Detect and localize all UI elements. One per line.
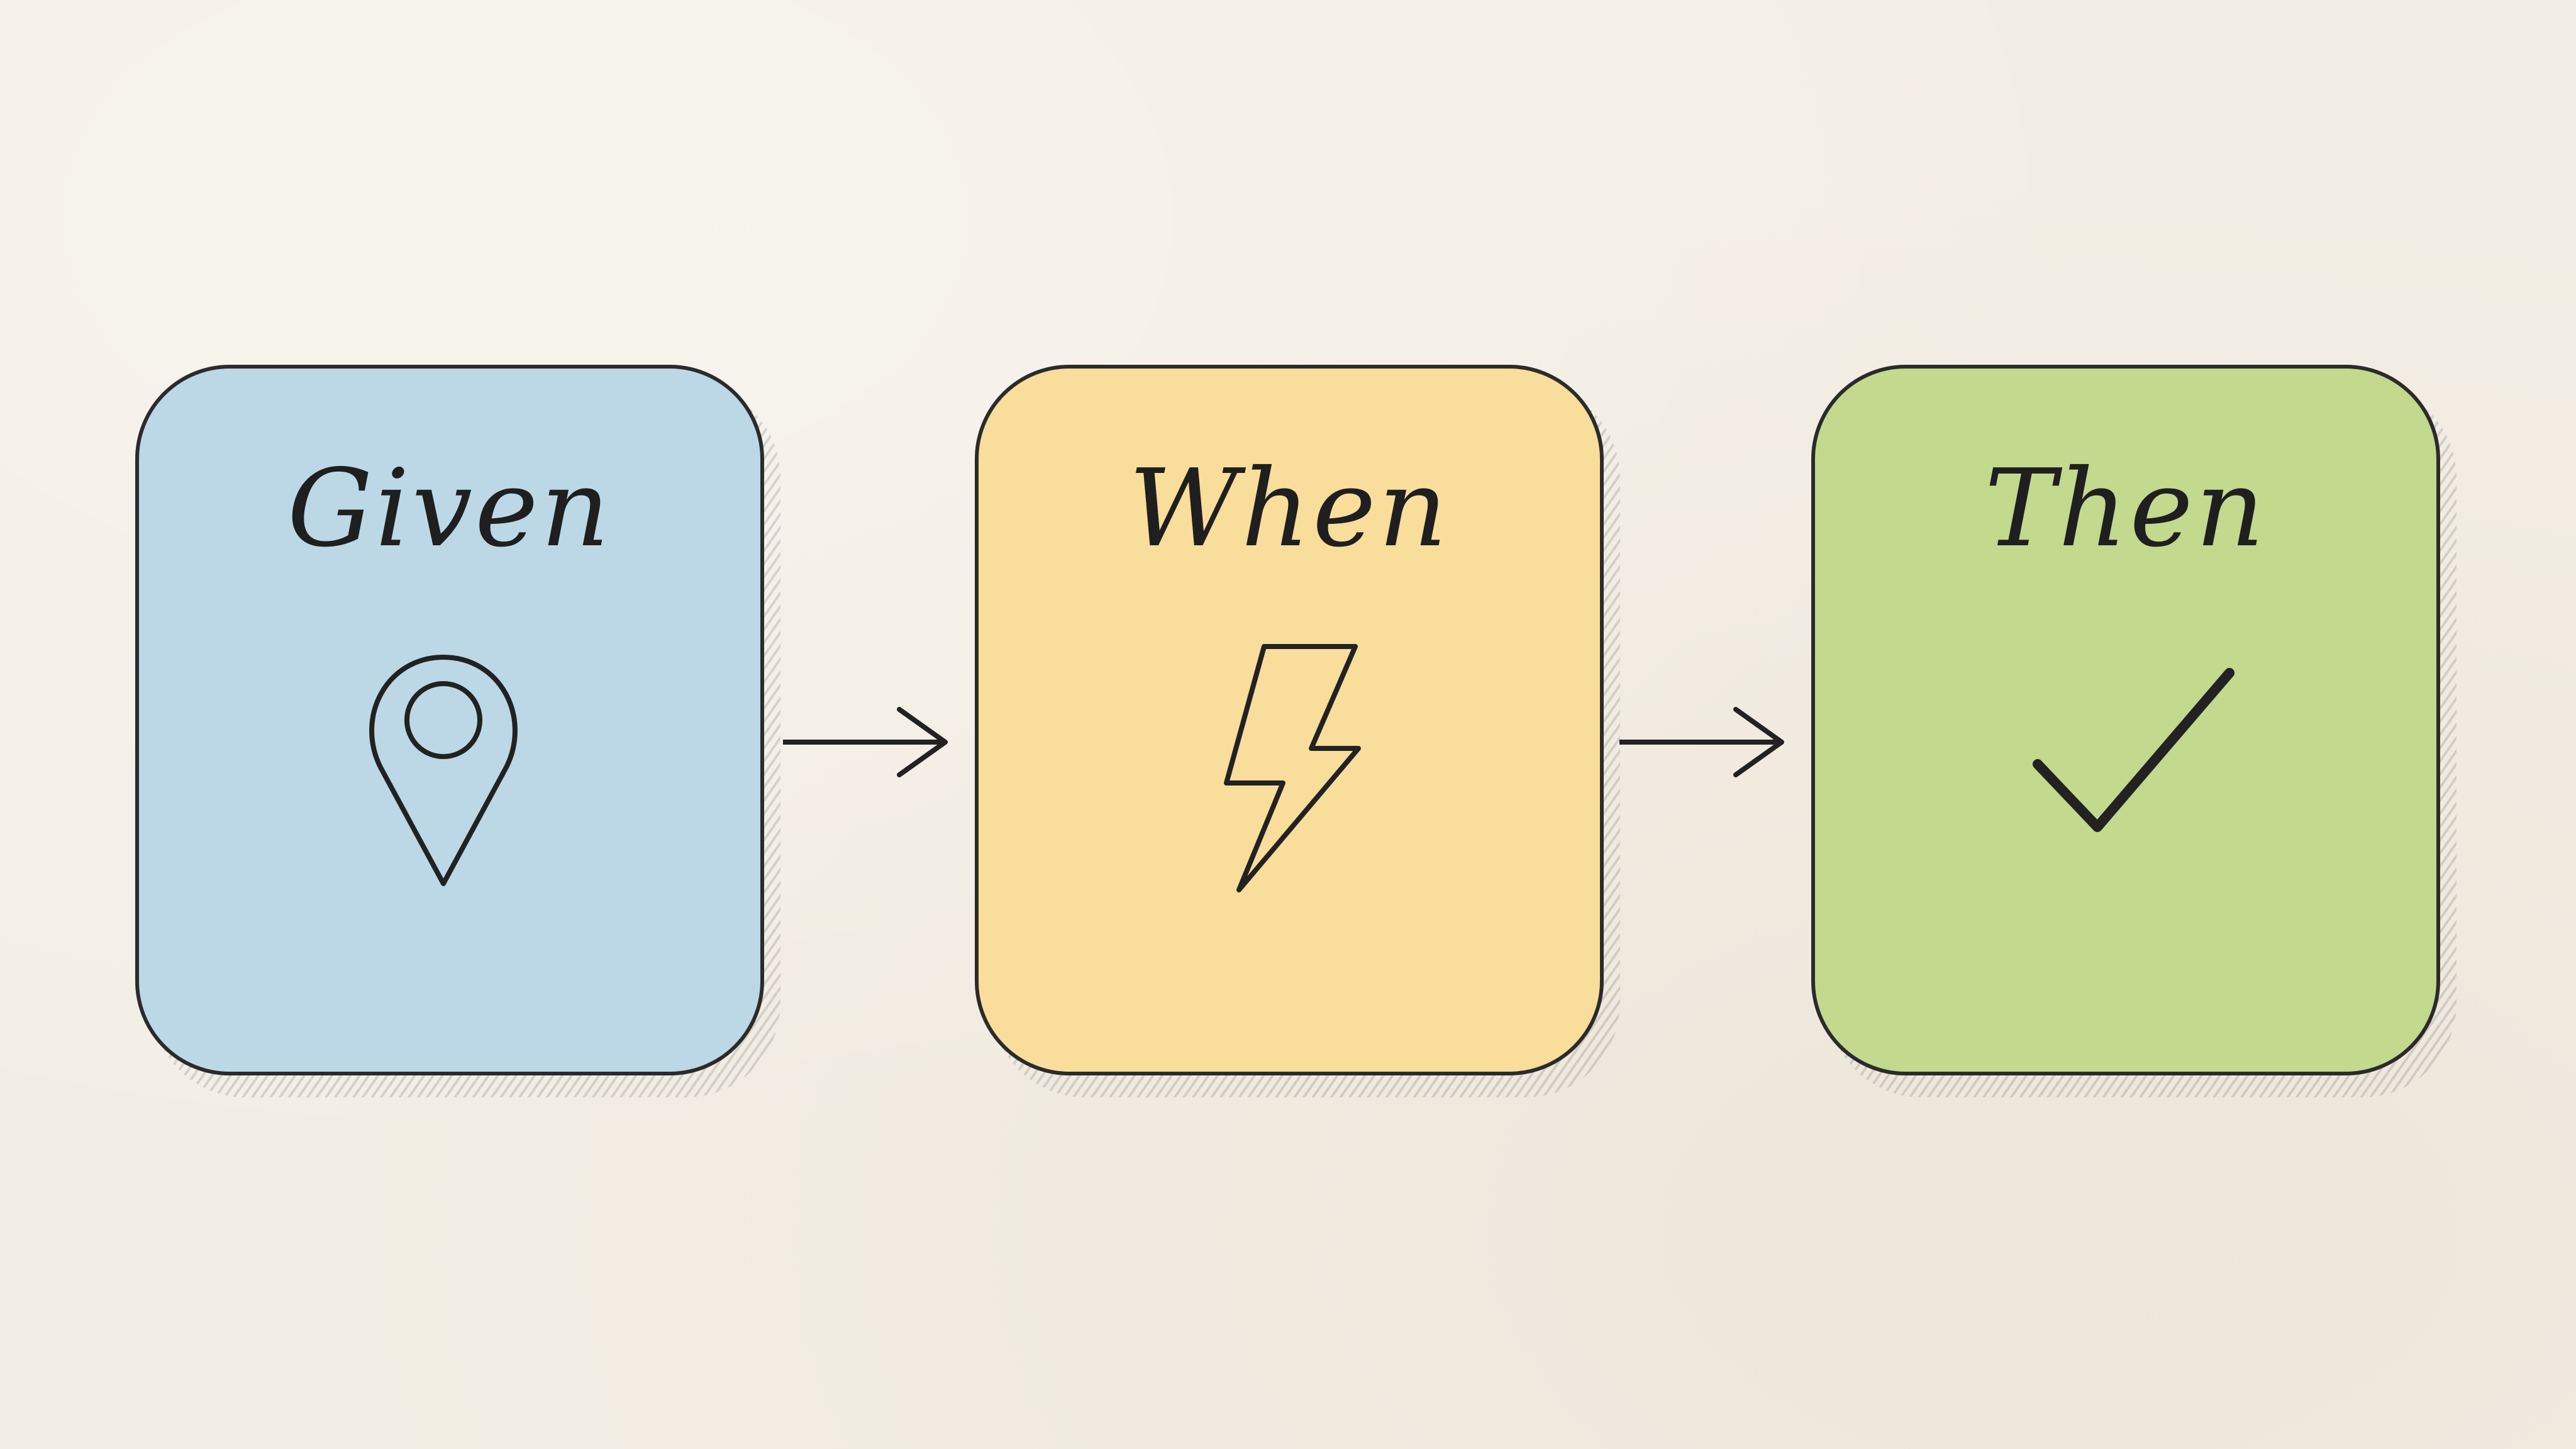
given-label: Given <box>287 447 613 571</box>
arrow-right-icon <box>1619 707 1784 777</box>
checkmark-icon <box>2033 668 2235 832</box>
arrow-right-icon <box>783 707 948 777</box>
when-card: When <box>975 365 1620 1097</box>
then-label: Then <box>1984 447 2267 571</box>
given-card-face <box>135 365 764 1075</box>
then-card-face <box>1811 365 2440 1075</box>
given-card: Given <box>135 365 780 1097</box>
location-pin-icon <box>369 655 518 886</box>
when-card-face <box>975 365 1604 1075</box>
then-card: Then <box>1811 365 2457 1097</box>
when-label: When <box>1128 447 1450 571</box>
lightning-bolt-icon <box>1224 644 1361 892</box>
